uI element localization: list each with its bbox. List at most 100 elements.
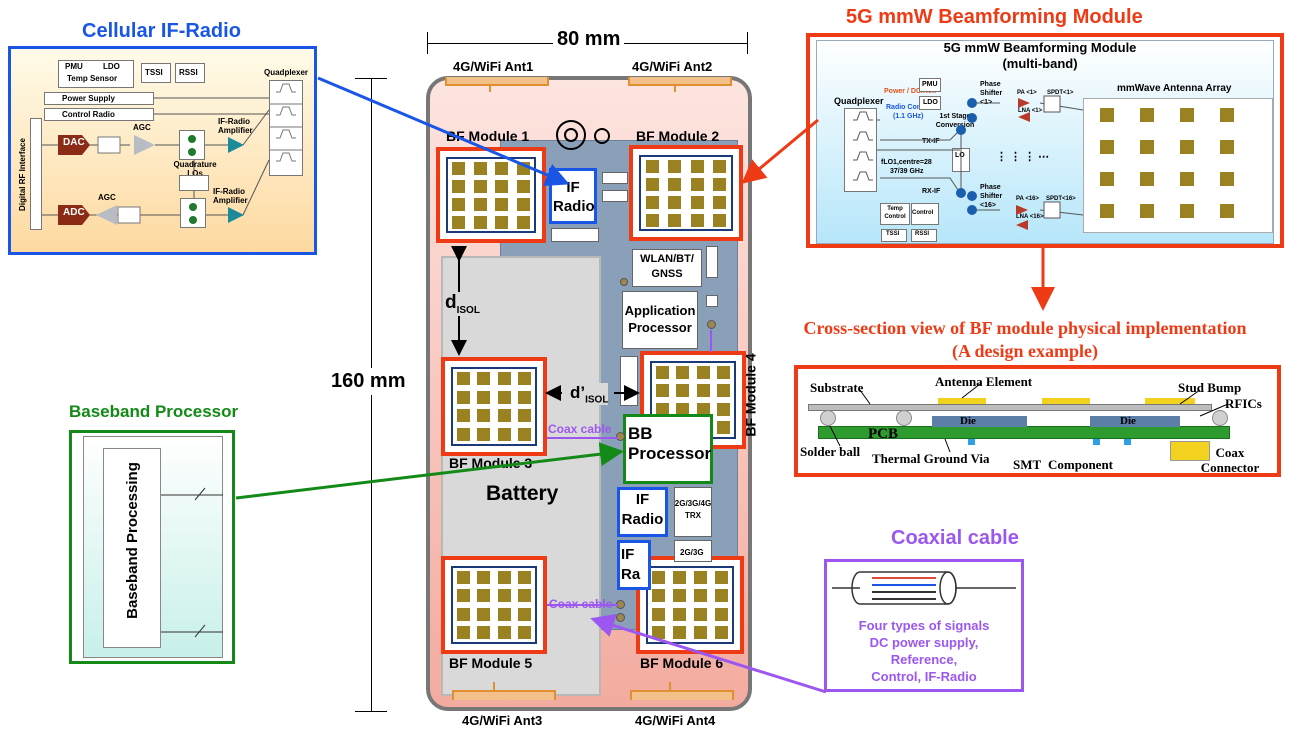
bf-dots: ⋮ ⋮ ⋮ ⋯ <box>996 151 1050 163</box>
if-radio-2-label: IF Radio <box>621 491 664 528</box>
height-label: 160 mm <box>331 368 406 395</box>
cs-substrate <box>808 404 1212 411</box>
antenna-element <box>717 402 731 416</box>
beamforming-title: 5G mmW Beamforming Module <box>846 6 1143 28</box>
antenna-element <box>655 384 669 398</box>
cs-stud-label: Stud Bump <box>1178 380 1242 395</box>
cs-die-1-label: Die <box>960 415 976 427</box>
antenna-element <box>516 179 530 193</box>
antenna-element <box>456 371 470 385</box>
antenna-element <box>473 197 487 211</box>
antenna-element <box>518 607 532 621</box>
antenna-element <box>717 421 731 435</box>
antenna-array-4x4 <box>451 367 537 446</box>
antenna-element <box>717 384 731 398</box>
antenna-element <box>518 626 532 640</box>
antenna-element <box>518 589 532 603</box>
antenna-element <box>452 179 466 193</box>
bf-lna-1: LNA <1> <box>1018 108 1043 114</box>
bf-rssi: RSSI <box>915 231 930 237</box>
cell-rssi: RSSI <box>179 68 198 77</box>
antenna-element <box>690 195 704 209</box>
d-prime-isol-label: d’ISOL <box>570 383 609 406</box>
cs-die-2 <box>1090 416 1180 427</box>
antenna-element <box>668 213 682 227</box>
antenna-element <box>497 428 511 442</box>
antenna-element <box>497 371 511 385</box>
antenna-element <box>645 213 659 227</box>
bf-module-3 <box>441 357 547 456</box>
trx-2-label: 2G/3G <box>680 548 704 557</box>
antenna-element <box>518 371 532 385</box>
antenna-element <box>652 589 665 603</box>
antenna-element <box>694 626 707 640</box>
trx-label: 2G/3G/4G TRX <box>674 499 712 520</box>
antenna-element <box>477 428 491 442</box>
cell-quadplexer: Quadplexer <box>264 68 309 77</box>
coax-arrow <box>590 613 827 694</box>
antenna-element <box>518 409 532 423</box>
antenna-element <box>497 390 511 404</box>
antenna-element <box>668 159 682 173</box>
bf-spdt-16: SPDT<16> <box>1046 196 1076 202</box>
bf-array-label: mmWave Antenna Array <box>1117 83 1232 94</box>
cs-smt-label: SMT <box>1013 457 1042 472</box>
antenna-element <box>477 589 491 603</box>
antenna-element <box>676 365 690 379</box>
antenna-element <box>518 428 532 442</box>
antenna-element <box>696 365 710 379</box>
antenna-element <box>497 626 511 640</box>
cs-die-1 <box>932 416 1027 427</box>
antenna-element <box>652 626 665 640</box>
antenna-element <box>477 626 491 640</box>
cs-die-2-label: Die <box>1120 415 1136 427</box>
antenna-element <box>668 177 682 191</box>
antenna-element <box>668 195 682 209</box>
cs-component-label: Component <box>1048 457 1114 472</box>
cs-substrate-label: Substrate <box>810 380 864 395</box>
antenna-element <box>497 589 511 603</box>
antenna-element <box>690 159 704 173</box>
cell-if-amp-1: IF-Radio Amplifier <box>218 117 253 135</box>
bf-lo: LO <box>955 152 965 159</box>
cellular-diagram-lines <box>42 97 270 216</box>
antenna-element <box>690 213 704 227</box>
bf-module-6 <box>636 556 744 654</box>
antenna-element <box>473 161 487 175</box>
antenna-element <box>456 626 470 640</box>
coax-cable-label-1: Coax cable <box>548 422 612 436</box>
antenna-element <box>673 607 686 621</box>
wifi-ant4-label: 4G/WiFi Ant4 <box>635 713 716 728</box>
antenna-element <box>655 365 669 379</box>
antenna-element <box>516 197 530 211</box>
bf-module-3-label: BF Module 3 <box>449 455 533 471</box>
antenna-element <box>715 570 728 584</box>
cellular-title: Cellular IF-Radio <box>82 20 241 42</box>
bf-radio-control: Radio Control <box>886 104 933 111</box>
cell-tssi: TSSI <box>145 68 163 77</box>
width-label: 80 mm <box>553 28 625 51</box>
coax-title: Coaxial cable <box>891 527 1019 549</box>
bf-phase-16: Phase Shifter <16> <box>980 184 1003 209</box>
antenna-element <box>673 626 686 640</box>
cs-pcb-label: PCB <box>868 426 898 442</box>
if-radio-module-3 <box>617 540 651 590</box>
antenna-element <box>713 213 727 227</box>
antenna-element <box>645 195 659 209</box>
cell-pmu: PMU <box>65 62 83 71</box>
bf-radio-freq: (1.1 GHz) <box>893 113 924 120</box>
baseband-arrow <box>235 442 624 500</box>
cell-dac: DAC <box>63 137 85 148</box>
antenna-array-4x4 <box>446 157 536 233</box>
bf-temp: Temp Control <box>884 206 906 220</box>
cs-antenna-label: Antenna Element <box>935 374 1033 389</box>
bf-pmu: PMU <box>922 81 938 88</box>
baseband-processing-block <box>103 448 161 648</box>
antenna-element <box>516 215 530 229</box>
antenna-element <box>715 626 728 640</box>
cell-agc-2: AGC <box>98 193 116 202</box>
bf-module-5 <box>441 556 547 654</box>
bf-tx-if: TX-IF <box>922 138 940 145</box>
if-radio-module-2 <box>617 487 668 537</box>
